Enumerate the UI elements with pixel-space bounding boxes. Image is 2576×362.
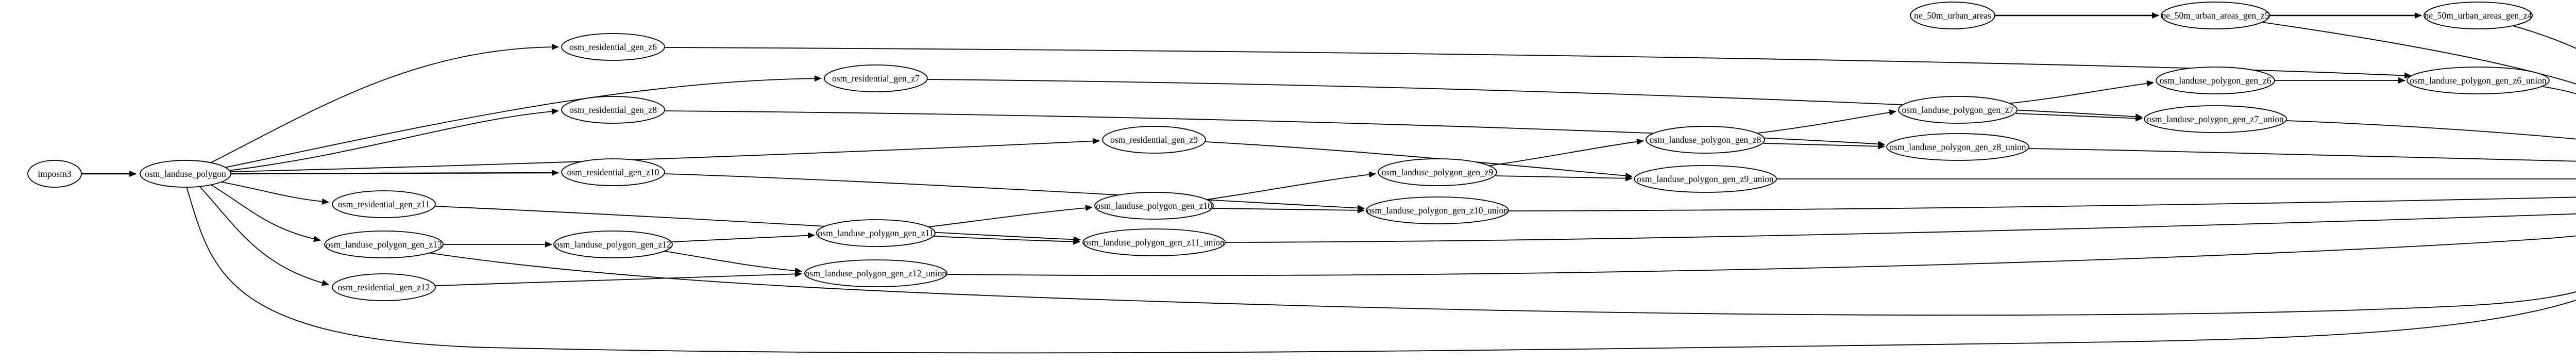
node-osm-landuse-polygon-gen-z8-union: osm_landuse_polygon_gen_z8_union bbox=[1886, 133, 2029, 161]
svg-text:osm_residential_gen_z9: osm_residential_gen_z9 bbox=[1110, 135, 1198, 145]
node-osm-residential-gen-z8: osm_residential_gen_z8 bbox=[561, 96, 665, 124]
node-osm-landuse-polygon-gen-z8: osm_landuse_polygon_gen_z8 bbox=[1646, 126, 1765, 154]
svg-text:imposm3: imposm3 bbox=[38, 169, 71, 179]
node-osm-landuse-polygon-gen-z7: osm_landuse_polygon_gen_z7 bbox=[1898, 96, 2018, 124]
svg-text:osm_landuse_polygon_gen_z7_uni: osm_landuse_polygon_gen_z7_union bbox=[2147, 114, 2284, 124]
node-osm-residential-gen-z9: osm_residential_gen_z9 bbox=[1102, 126, 1206, 154]
svg-text:ne_50m_urban_areas_gen_z5: ne_50m_urban_areas_gen_z5 bbox=[2162, 10, 2269, 21]
node-osm-landuse-polygon-gen-z11: osm_landuse_polygon_gen_z11 bbox=[816, 219, 936, 247]
svg-text:osm_landuse_polygon_gen_z6: osm_landuse_polygon_gen_z6 bbox=[2160, 75, 2272, 86]
edge-polygon-to-res-z12 bbox=[198, 185, 329, 286]
edge-gen-z12-to-gen-z11 bbox=[672, 232, 815, 242]
svg-text:osm_landuse_polygon_gen_z10_un: osm_landuse_polygon_gen_z10_union bbox=[1367, 205, 1508, 216]
node-osm-residential-gen-z11: osm_residential_gen_z11 bbox=[332, 190, 436, 218]
svg-text:osm_landuse_polygon_gen_z8_uni: osm_landuse_polygon_gen_z8_union bbox=[1889, 142, 2026, 152]
svg-text:osm_landuse_polygon_gen_z9: osm_landuse_polygon_gen_z9 bbox=[1382, 167, 1494, 177]
svg-text:osm_residential_gen_z6: osm_residential_gen_z6 bbox=[569, 42, 657, 52]
svg-text:osm_landuse_polygon_gen_z6_uni: osm_landuse_polygon_gen_z6_union bbox=[2410, 75, 2547, 86]
node-osm-landuse-polygon-gen-z10: osm_landuse_polygon_gen_z10 bbox=[1094, 192, 1214, 220]
node-ne-50m-urban-areas: ne_50m_urban_areas bbox=[1910, 2, 1995, 29]
edge-ne-gen-z5-to-z5 bbox=[2261, 22, 2576, 85]
svg-text:osm_landuse_polygon_gen_z11: osm_landuse_polygon_gen_z11 bbox=[818, 228, 934, 238]
edge-z10-union-to-z10 bbox=[1508, 196, 2576, 211]
node-ne-50m-urban-areas-gen-z5: ne_50m_urban_areas_gen_z5 bbox=[2161, 2, 2270, 29]
svg-text:osm_landuse_polygon_gen_z10: osm_landuse_polygon_gen_z10 bbox=[1096, 201, 1212, 211]
svg-text:osm_residential_gen_z12: osm_residential_gen_z12 bbox=[338, 282, 430, 292]
edge-gen-z11-to-z11-union bbox=[933, 236, 1080, 245]
edge-res-z6-to-z6-union bbox=[664, 47, 2412, 79]
node-osm-residential-gen-z6: osm_residential_gen_z6 bbox=[561, 33, 665, 61]
edge-z6-union-to-z6 bbox=[2539, 86, 2576, 94]
edge-ne-gen-z4-to-z4 bbox=[2513, 25, 2576, 49]
nodes-layer: imposm3 osm_landuse_polygon osm_resident… bbox=[27, 2, 2550, 301]
edge-polygon-to-res-z11 bbox=[216, 180, 329, 205]
node-osm-landuse-polygon: osm_landuse_polygon bbox=[140, 160, 231, 188]
edge-gen-z9-to-z9-union bbox=[1495, 175, 1633, 182]
svg-text:osm_landuse_polygon_gen_z11_un: osm_landuse_polygon_gen_z11_union bbox=[1083, 237, 1225, 248]
node-osm-landuse-polygon-gen-z9-union: osm_landuse_polygon_gen_z9_union bbox=[1634, 165, 1777, 193]
svg-text:ne_50m_urban_areas_gen_z4: ne_50m_urban_areas_gen_z4 bbox=[2425, 10, 2532, 21]
svg-text:ne_50m_urban_areas: ne_50m_urban_areas bbox=[1914, 10, 1991, 21]
edge-z11-union-to-z11 bbox=[1225, 213, 2576, 243]
edges-layer bbox=[81, 12, 2576, 354]
svg-text:osm_residential_gen_z8: osm_residential_gen_z8 bbox=[569, 105, 657, 115]
svg-text:osm_landuse_polygon_gen_z9_uni: osm_landuse_polygon_gen_z9_union bbox=[1637, 174, 1774, 184]
edge-res-z10-to-z10-union bbox=[664, 173, 1365, 211]
edge-gen-z8-to-gen-z7 bbox=[1754, 109, 1896, 134]
node-osm-landuse-polygon-gen-z13: osm_landuse_polygon_gen_z13 bbox=[324, 231, 444, 258]
svg-text:osm_residential_gen_z10: osm_residential_gen_z10 bbox=[567, 167, 659, 177]
edge-polygon-to-res-z10 bbox=[230, 170, 559, 176]
edge-gen-z13-to-z13 bbox=[427, 252, 2576, 316]
svg-text:osm_residential_gen_z11: osm_residential_gen_z11 bbox=[338, 199, 430, 209]
node-osm-landuse-polygon-gen-z12-union: osm_landuse_polygon_gen_z12_union bbox=[804, 259, 947, 287]
edge-z12-union-to-z12 bbox=[946, 235, 2576, 276]
node-ne-50m-urban-areas-gen-z4: ne_50m_urban_areas_gen_z4 bbox=[2424, 2, 2533, 29]
node-osm-residential-gen-z7: osm_residential_gen_z7 bbox=[824, 64, 928, 92]
node-osm-landuse-polygon-gen-z7-union: osm_landuse_polygon_gen_z7_union bbox=[2144, 105, 2287, 133]
svg-text:osm_landuse_polygon_gen_z8: osm_landuse_polygon_gen_z8 bbox=[1650, 135, 1761, 145]
node-osm-landuse-polygon-gen-z9: osm_landuse_polygon_gen_z9 bbox=[1378, 158, 1497, 186]
edge-res-z12-to-z12-union bbox=[435, 271, 802, 286]
edge-z7-union-to-z7 bbox=[2286, 120, 2576, 140]
edge-gen-z9-to-gen-z8 bbox=[1486, 138, 1644, 167]
edge-gen-z10-to-gen-z9 bbox=[1202, 171, 1376, 201]
edge-z8-union-to-z8 bbox=[2028, 148, 2576, 162]
node-osm-landuse-polygon-gen-z10-union: osm_landuse_polygon_gen_z10_union bbox=[1366, 196, 1509, 224]
svg-text:osm_residential_gen_z7: osm_residential_gen_z7 bbox=[832, 73, 920, 84]
edge-gen-z11-to-gen-z10 bbox=[928, 205, 1093, 227]
svg-text:osm_landuse_polygon: osm_landuse_polygon bbox=[145, 169, 226, 179]
edge-gen-z10-to-z10-union bbox=[1212, 207, 1365, 213]
node-imposm3: imposm3 bbox=[27, 160, 82, 188]
edge-gen-z7-to-gen-z6 bbox=[2006, 80, 2154, 104]
node-osm-landuse-polygon-gen-z6-union: osm_landuse_polygon_gen_z6_union bbox=[2406, 67, 2550, 94]
edge-polygon-to-z14 bbox=[186, 186, 2576, 354]
node-osm-landuse-polygon-gen-z6: osm_landuse_polygon_gen_z6 bbox=[2156, 67, 2275, 94]
svg-text:osm_landuse_polygon_gen_z12_un: osm_landuse_polygon_gen_z12_union bbox=[805, 268, 946, 278]
edge-gen-z12-to-z12-union bbox=[664, 251, 802, 274]
edge-polygon-to-res-z6 bbox=[208, 44, 559, 164]
node-osm-landuse-polygon-gen-z12: osm_landuse_polygon_gen_z12 bbox=[553, 231, 673, 258]
node-osm-landuse-polygon-gen-z11-union: osm_landuse_polygon_gen_z11_union bbox=[1082, 228, 1226, 256]
edge-polygon-to-res-z8 bbox=[227, 108, 559, 171]
edge-gen-z8-to-z8-union bbox=[1763, 143, 1885, 150]
edge-res-z11-to-z11-union bbox=[435, 206, 1081, 243]
edge-polygon-to-res-z9 bbox=[229, 138, 1100, 172]
edge-polygon-to-res-z7 bbox=[224, 75, 822, 168]
svg-text:osm_landuse_polygon_gen_z7: osm_landuse_polygon_gen_z7 bbox=[1902, 105, 2014, 115]
svg-text:osm_landuse_polygon_gen_z13: osm_landuse_polygon_gen_z13 bbox=[326, 239, 442, 250]
node-osm-residential-gen-z12: osm_residential_gen_z12 bbox=[332, 273, 436, 301]
node-osm-residential-gen-z10: osm_residential_gen_z10 bbox=[561, 158, 665, 186]
edge-polygon-to-gen-z13 bbox=[208, 183, 321, 242]
edge-gen-z7-to-z7-union bbox=[2015, 113, 2143, 122]
svg-text:osm_landuse_polygon_gen_z12: osm_landuse_polygon_gen_z12 bbox=[555, 239, 671, 250]
